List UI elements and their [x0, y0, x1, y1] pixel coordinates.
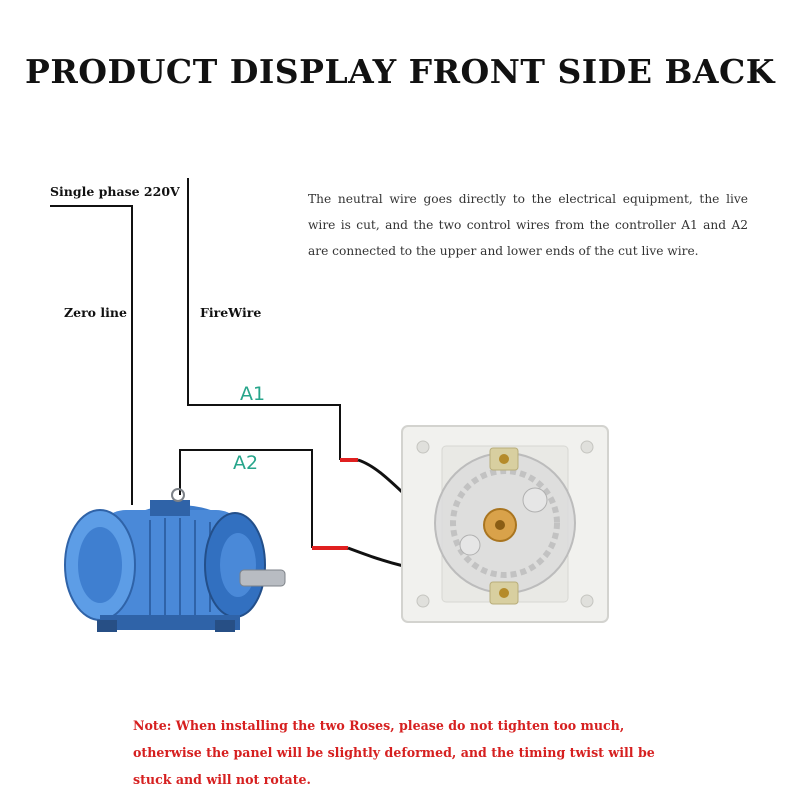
installation-note: Note: When installing the two Roses, ple…: [133, 718, 655, 787]
electric-motor-icon: [64, 488, 286, 632]
mechanical-timer-switch-icon: [401, 425, 609, 623]
a2-label: A2: [233, 452, 259, 474]
a1-label: A1: [240, 383, 266, 405]
a2-wire: [179, 449, 313, 548]
fire-wire-label: FireWire: [200, 305, 262, 320]
page-title: PRODUCT DISPLAY FRONT SIDE BACK: [25, 52, 775, 91]
zero-line-wire: [50, 205, 133, 505]
wiring-description: The neutral wire goes directly to the el…: [308, 192, 748, 258]
fire-wire: [187, 178, 341, 460]
single-phase-label: Single phase 220V: [50, 184, 180, 199]
zero-line-label: Zero line: [64, 305, 127, 320]
wires: [50, 178, 341, 548]
